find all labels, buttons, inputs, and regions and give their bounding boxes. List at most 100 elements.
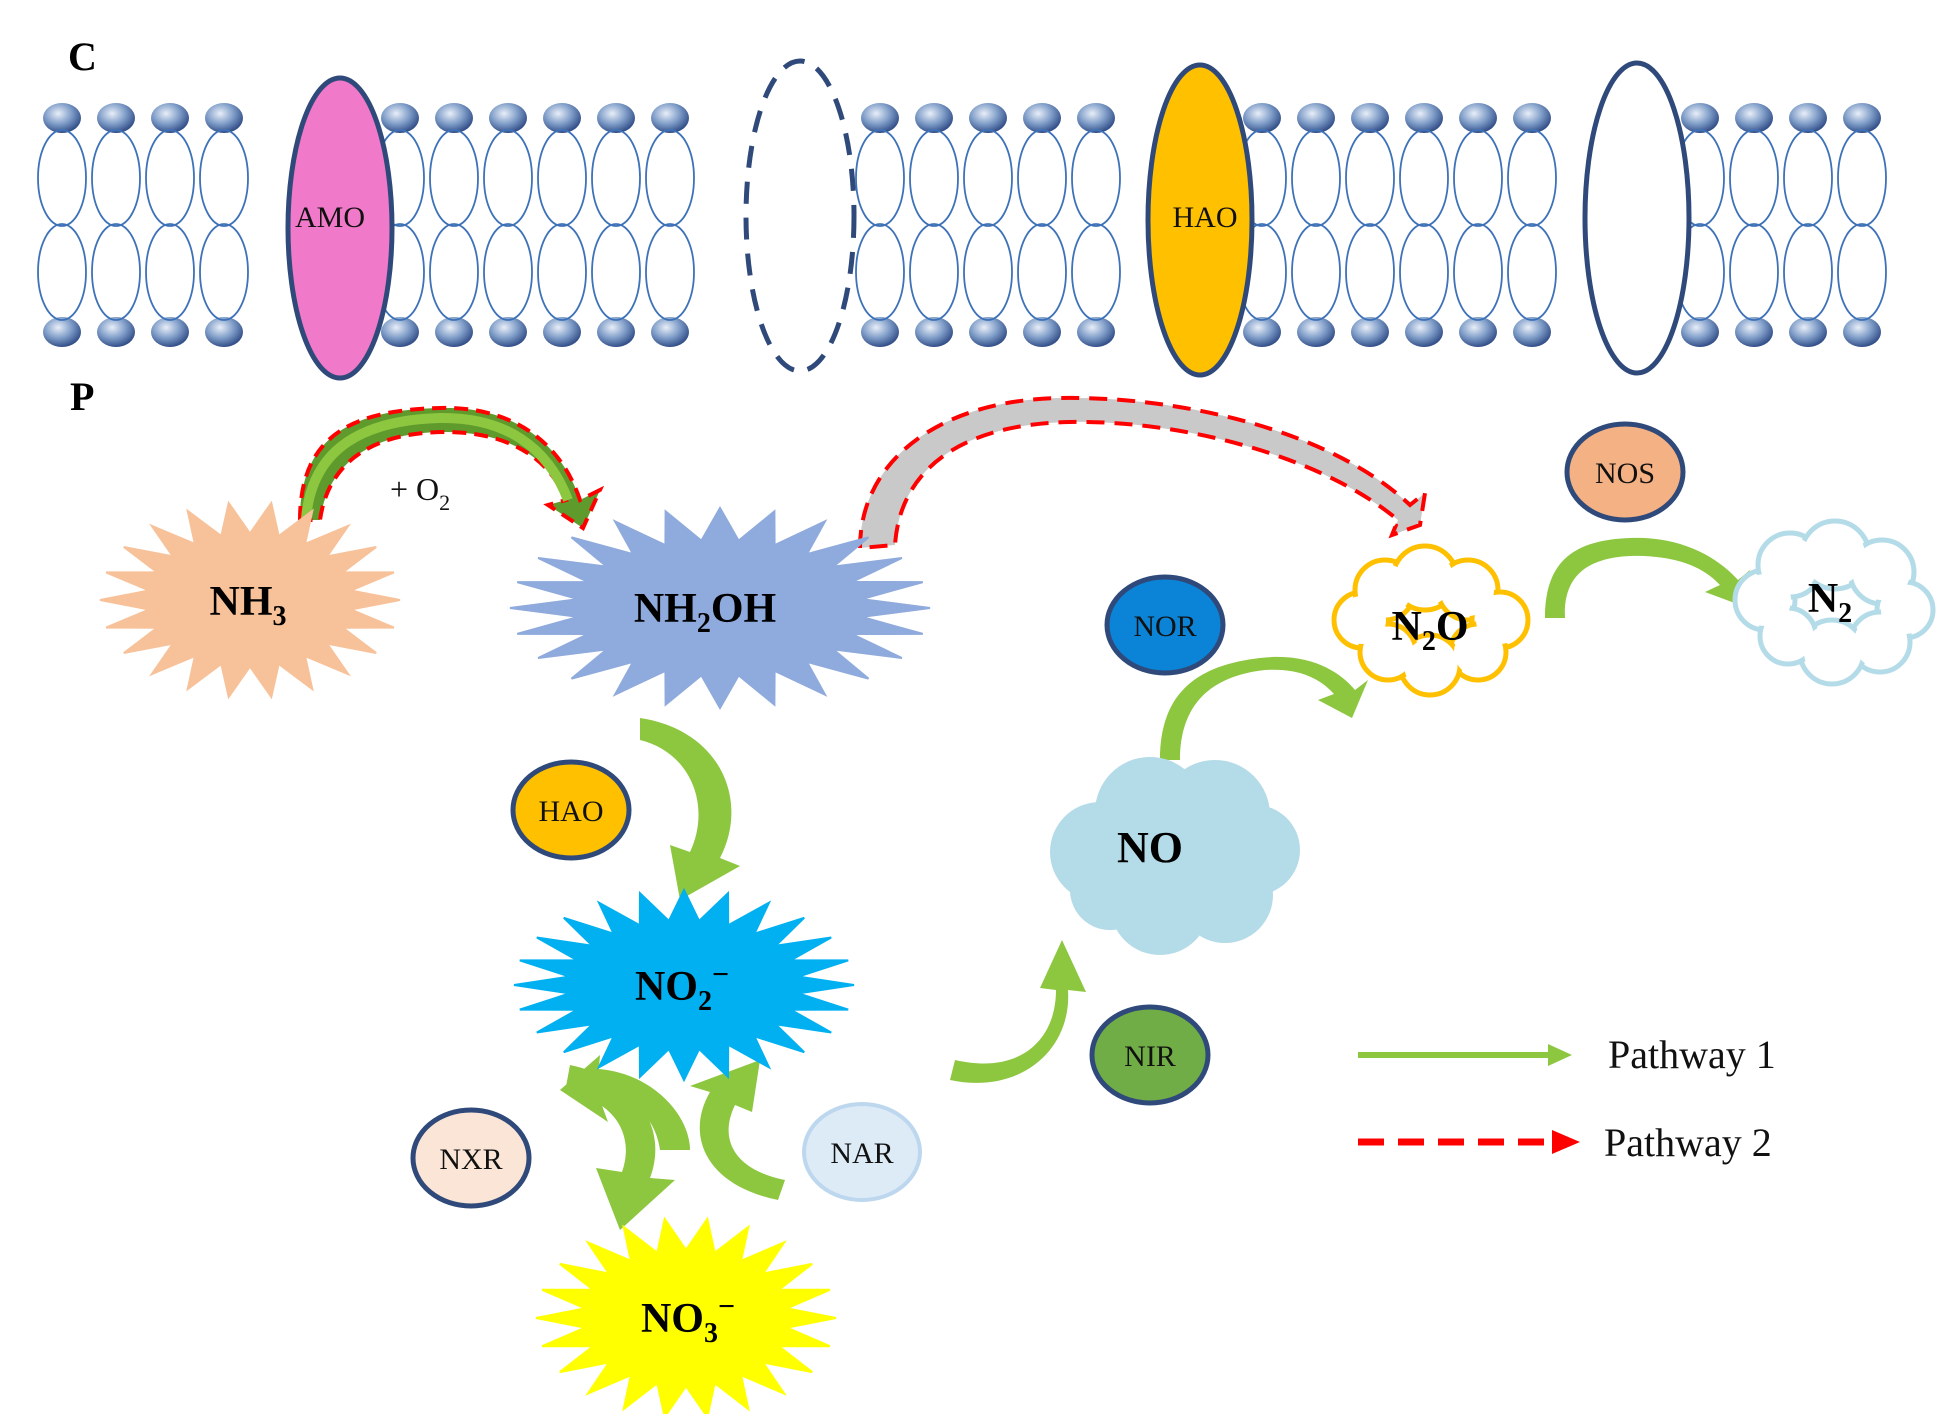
nh2oh-compound: NH2OH [509, 505, 931, 711]
n2o-b: O [1436, 604, 1469, 650]
hao-enzyme-badge: HAO [510, 759, 632, 861]
nir-enzyme-label: NIR [1124, 1040, 1176, 1073]
lipid-head [489, 103, 527, 133]
lipid-tail [145, 129, 195, 227]
lipid-head [1351, 103, 1389, 133]
lipid-head [543, 103, 581, 133]
lipid-head [651, 317, 689, 347]
pathway2-label: Pathway 2 [1604, 1120, 1772, 1165]
lipid-tail [1399, 223, 1449, 321]
lipid-head [97, 317, 135, 347]
n2o-to-n2-arrow [1545, 537, 1750, 618]
nor-enzyme-badge: NOR [1104, 574, 1226, 676]
lipid-tail [1507, 223, 1557, 321]
lipid-tail [1291, 223, 1341, 321]
nh2oh-sub: 2 [697, 608, 711, 639]
lipid-tail [1017, 223, 1067, 321]
svg-text:+ O2: + O2 [390, 471, 450, 515]
lipid-head [969, 103, 1007, 133]
lipid-head [1023, 317, 1061, 347]
lipid-tail [199, 223, 249, 321]
lipid-tail [429, 129, 479, 227]
lipid-head [1297, 103, 1335, 133]
n2-compound: N2 [1732, 518, 1936, 687]
lipid-head [1243, 317, 1281, 347]
lipid-head [1789, 317, 1827, 347]
pathway-arrows [297, 395, 1750, 1230]
lipid-head [597, 317, 635, 347]
lipid-head [969, 317, 1007, 347]
no2-main: NO [635, 964, 698, 1010]
no-to-n2o-arrow [1160, 656, 1368, 760]
nxr-enzyme-label: NXR [439, 1143, 502, 1176]
pathway1-label: Pathway 1 [1608, 1032, 1776, 1077]
lipid-head [1459, 103, 1497, 133]
lipid-head [1843, 103, 1881, 133]
no3-sup: − [718, 1290, 735, 1323]
no2-compound: NO2− [513, 887, 855, 1083]
lipid-heads-top [43, 103, 1881, 133]
nir-enzyme-badge: NIR [1089, 1004, 1211, 1106]
lipid-head [1789, 103, 1827, 133]
amo-membrane-protein: AMO [285, 75, 395, 381]
lipid-head [543, 317, 581, 347]
n2-main: N [1808, 576, 1838, 622]
lipid-tail [645, 223, 695, 321]
lipid-head [1735, 317, 1773, 347]
lipid-head [97, 103, 135, 133]
no3-to-no-arrow [950, 940, 1086, 1083]
lipid-head [1405, 103, 1443, 133]
lipid-heads-bottom [43, 317, 1881, 347]
lipid-tail [591, 223, 641, 321]
lipid-tail [645, 129, 695, 227]
lipid-head [43, 103, 81, 133]
lipid-tail [1453, 129, 1503, 227]
lipid-tail [1071, 223, 1121, 321]
lipid-head [1735, 103, 1773, 133]
lipid-head [1351, 317, 1389, 347]
lipid-head [1243, 103, 1281, 133]
lipid-head [1843, 317, 1881, 347]
nh2oh-a: NH [634, 586, 697, 632]
lipid-head [381, 103, 419, 133]
nos-enzyme-badge: NOS [1564, 421, 1686, 523]
pathway2-arrowhead [1552, 1130, 1580, 1154]
no-compound: NO [1050, 757, 1300, 955]
lipid-head [1681, 103, 1719, 133]
lipid-head [1681, 317, 1719, 347]
lipid-tail [91, 223, 141, 321]
lipid-tail [1783, 129, 1833, 227]
lipid-tail [483, 223, 533, 321]
lipid-head [435, 103, 473, 133]
amo-label: AMO [295, 201, 365, 234]
n2-sub: 2 [1838, 598, 1852, 629]
lipid-tail [537, 129, 587, 227]
lipid-head [1513, 317, 1551, 347]
svg-text:N2O: N2O [1391, 604, 1468, 657]
lipid-head [861, 317, 899, 347]
no3-sub: 3 [704, 1318, 718, 1349]
nh3-compound: NH3 [99, 500, 401, 700]
nh2oh-to-no2-arrow [640, 718, 740, 900]
lipid-head [1077, 317, 1115, 347]
svg-text:N2: N2 [1808, 576, 1852, 629]
plus-o2-sub: 2 [439, 490, 450, 515]
nh2oh-to-n2o-arrow [857, 395, 1428, 551]
nar-enzyme-label: NAR [830, 1137, 893, 1170]
legend: Pathway 1 Pathway 2 [1358, 1032, 1776, 1165]
channel-dashed-protein [743, 58, 857, 374]
lipid-head [597, 103, 635, 133]
lipid-head [651, 103, 689, 133]
hao-enzyme-label: HAO [539, 795, 604, 828]
no3-to-no2-arrow [690, 1060, 785, 1200]
pathway1-arrowhead [1548, 1044, 1572, 1066]
no3-compound: NO3− [535, 1216, 837, 1414]
nh3-sub: 3 [273, 601, 287, 632]
lipid-tail [963, 223, 1013, 321]
lipid-tail [1071, 129, 1121, 227]
lipid-tail [1729, 129, 1779, 227]
lipid-tail [909, 129, 959, 227]
nos-enzyme-label: NOS [1595, 457, 1655, 490]
